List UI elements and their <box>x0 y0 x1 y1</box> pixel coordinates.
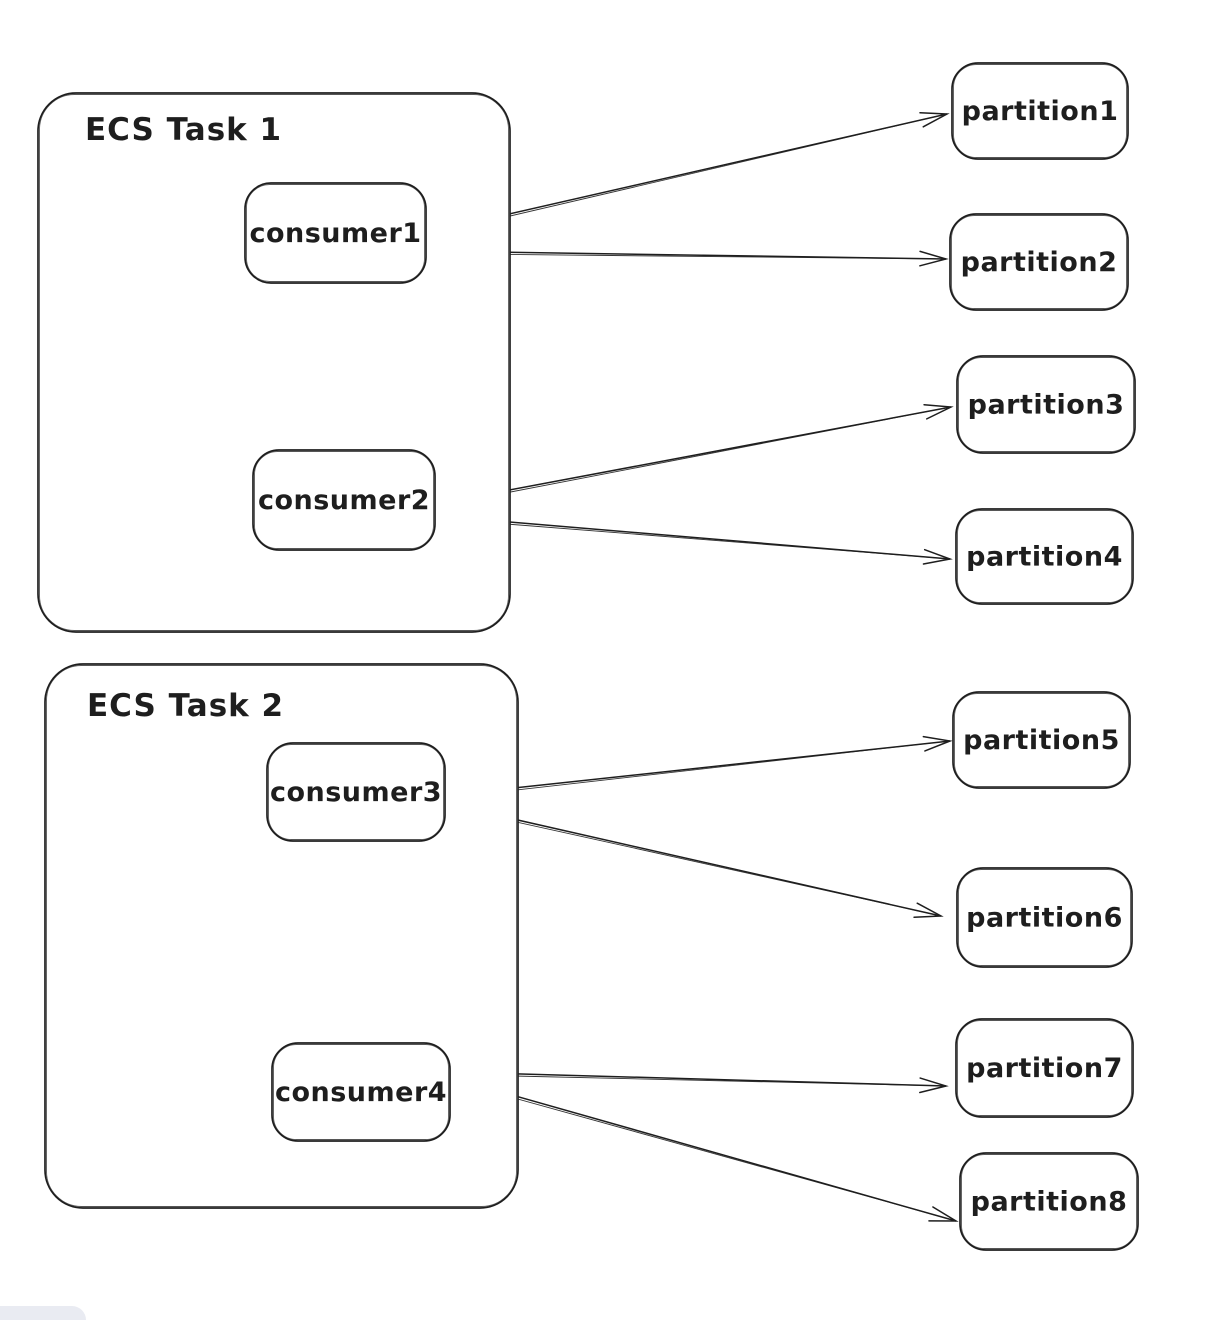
node-outline-sketch <box>961 1154 1137 1249</box>
arrowhead-icon <box>919 1077 949 1094</box>
node-outline <box>955 508 1134 605</box>
arrowhead-icon <box>919 112 950 128</box>
consumer-node-consumer4[interactable]: consumer4 <box>271 1042 451 1142</box>
node-outline <box>949 213 1129 311</box>
consumer-label: consumer2 <box>258 485 430 516</box>
edge-line-sketch <box>446 806 932 915</box>
bottom-left-toolbar-island[interactable] <box>0 1306 86 1320</box>
edges-layer <box>425 112 959 1222</box>
node-outline-sketch <box>39 94 509 631</box>
consumer-label: consumer4 <box>275 1077 447 1108</box>
edge-consumer2-to-partition3[interactable] <box>439 403 954 506</box>
edge-line-sketch <box>449 741 941 799</box>
container-label: ECS Task 1 <box>85 112 282 148</box>
arrowhead-icon <box>913 902 944 919</box>
edge-line-sketch <box>451 1080 947 1219</box>
consumer-node-consumer2[interactable]: consumer2 <box>252 449 436 551</box>
node-outline <box>266 742 446 842</box>
partition-label: partition7 <box>966 1053 1123 1084</box>
partition-label: partition2 <box>961 247 1118 278</box>
node-outline <box>959 1152 1139 1251</box>
edge-consumer4-to-partition7[interactable] <box>451 1071 949 1094</box>
node-outline-sketch <box>951 215 1127 309</box>
partition-node-partition6[interactable]: partition6 <box>956 867 1133 968</box>
node-outline-sketch <box>953 64 1127 158</box>
node-outline-sketch <box>254 451 434 549</box>
partition-node-partition7[interactable]: partition7 <box>955 1018 1134 1118</box>
partition-node-partition8[interactable]: partition8 <box>959 1152 1139 1251</box>
arrowhead-icon <box>922 735 953 752</box>
edge-consumer2-to-partition4[interactable] <box>437 515 953 565</box>
edge-line-sketch <box>440 408 942 506</box>
partition-node-partition3[interactable]: partition3 <box>956 355 1136 454</box>
edge-line-sketch <box>425 253 937 260</box>
partition-label: partition3 <box>968 390 1125 421</box>
node-outline <box>244 182 427 284</box>
node-outline-sketch <box>958 357 1134 452</box>
node-outline <box>252 449 436 551</box>
consumer-label: consumer3 <box>270 777 442 808</box>
arrowhead-icon <box>928 1206 959 1222</box>
node-outline-sketch <box>246 184 425 282</box>
node-outline <box>952 691 1131 789</box>
node-outline <box>956 355 1136 454</box>
edge-line-sketch <box>451 1074 937 1087</box>
container-label: ECS Task 2 <box>87 688 284 724</box>
nodes-layer: ECS Task 1 ECS Task 2 consumer1 consumer2 co… <box>37 62 1139 1251</box>
node-outline-sketch <box>268 744 444 840</box>
partition-node-partition5[interactable]: partition5 <box>952 691 1131 789</box>
partition-label: partition4 <box>966 542 1123 573</box>
partition-label: partition6 <box>966 903 1123 934</box>
edge-consumer3-to-partition6[interactable] <box>446 803 944 919</box>
arrowhead-icon <box>923 403 954 420</box>
container-ecs-task-1[interactable]: ECS Task 1 <box>37 92 511 633</box>
edge-line-sketch <box>426 115 938 236</box>
node-outline <box>951 62 1129 160</box>
edge-consumer1-to-partition2[interactable] <box>425 250 949 267</box>
consumer-node-consumer3[interactable]: consumer3 <box>266 742 446 842</box>
node-outline-sketch <box>958 869 1131 966</box>
node-outline <box>37 92 511 633</box>
edge-consumer3-to-partition5[interactable] <box>448 735 953 799</box>
arrowhead-icon <box>922 548 953 565</box>
node-outline-sketch <box>273 1044 449 1140</box>
consumer-label: consumer1 <box>249 218 421 249</box>
partition-node-partition1[interactable]: partition1 <box>951 62 1129 160</box>
partition-node-partition4[interactable]: partition4 <box>955 508 1134 605</box>
partition-label: partition1 <box>962 96 1119 127</box>
node-outline-sketch <box>954 693 1129 787</box>
consumer-node-consumer1[interactable]: consumer1 <box>244 182 427 284</box>
node-outline <box>955 1018 1134 1118</box>
arrowhead-icon <box>919 250 949 267</box>
node-outline-sketch <box>46 665 517 1207</box>
node-outline-sketch <box>957 1020 1132 1116</box>
partition-label: partition8 <box>971 1187 1128 1218</box>
edge-consumer1-to-partition1[interactable] <box>425 112 950 236</box>
node-outline <box>956 867 1133 968</box>
edge-consumer4-to-partition8[interactable] <box>451 1077 959 1222</box>
edge-line-sketch <box>437 518 941 559</box>
node-outline-sketch <box>957 510 1132 603</box>
partition-label: partition5 <box>963 725 1120 756</box>
partition-node-partition2[interactable]: partition2 <box>949 213 1129 311</box>
node-outline <box>271 1042 451 1142</box>
